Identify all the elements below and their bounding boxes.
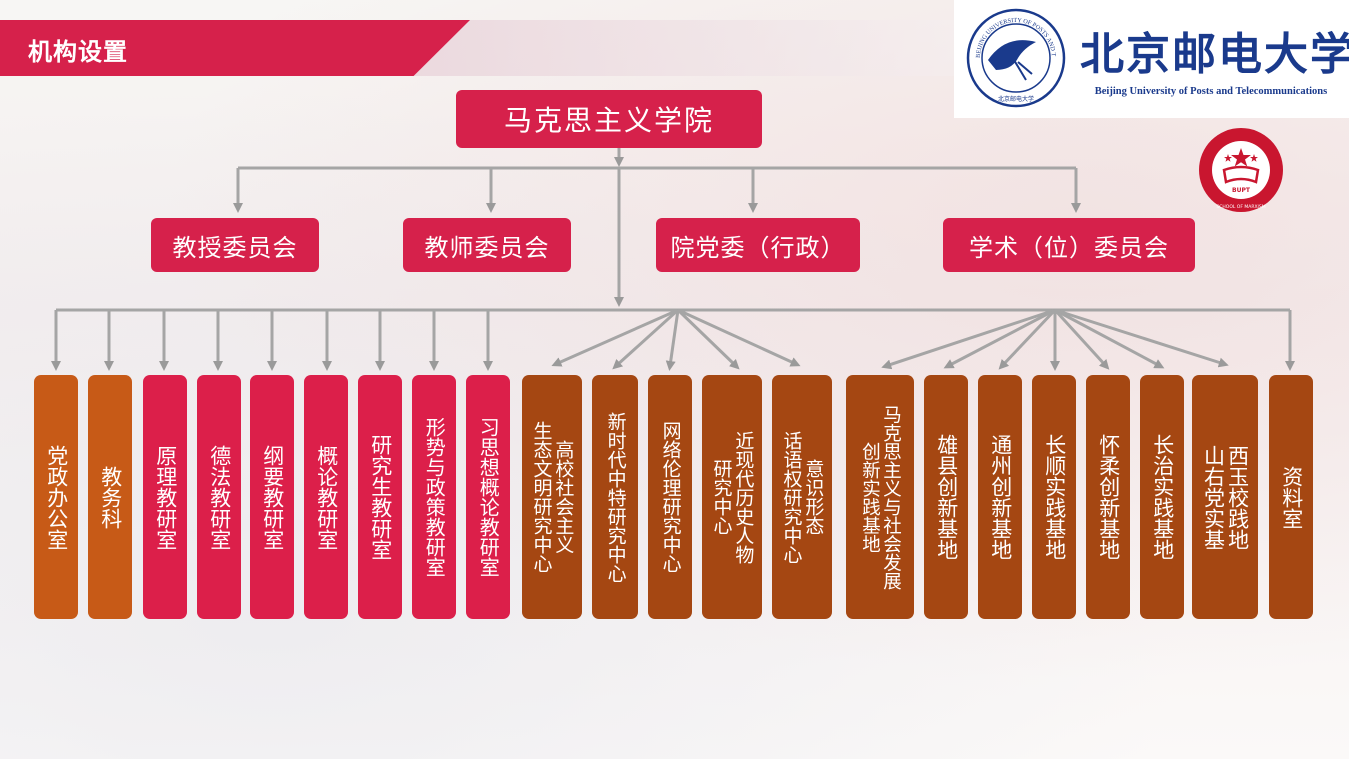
committee-party: 院党委（行政） (656, 218, 860, 272)
header-band (0, 20, 470, 76)
unit-ethics-law-office: 德法教研室 (197, 375, 241, 619)
unit-changzhi-base: 长治实践基地 (1140, 375, 1184, 619)
unit-socialist-eco-center: 高校社会主义生态文明研究中心 (522, 375, 582, 619)
unit-graduate-office: 研究生教研室 (358, 375, 402, 619)
unit-marxism-practice-base: 马克思主义与社会发展创新实践基地 (846, 375, 914, 619)
unit-network-ethics-center: 网络伦理研究中心 (648, 375, 692, 619)
header-band-fade (400, 20, 960, 76)
committee-professor: 教授委员会 (151, 218, 319, 272)
org-root: 马克思主义学院 (456, 90, 762, 148)
unit-situation-policy-office: 形势与政策教研室 (412, 375, 456, 619)
unit-reference-room: 资料室 (1269, 375, 1313, 619)
page-title: 机构设置 (28, 38, 128, 66)
school-emblem-logo: BUPT SCHOOL OF MARXISM (1199, 128, 1283, 212)
unit-xiongxian-base: 雄县创新基地 (924, 375, 968, 619)
unit-huairou-base: 怀柔创新基地 (1086, 375, 1130, 619)
university-name-en: Beijing University of Posts and Telecomm… (1094, 86, 1328, 97)
emblem-subtext: SCHOOL OF MARXISM (1216, 204, 1265, 210)
emblem-text: BUPT (1232, 187, 1251, 194)
university-seal-logo: BEIJING UNIVERSITY OF POSTS AND TELECOMM… (966, 8, 1066, 108)
unit-shanxi-yuxiao-base: 西玉校践地山右党实基 (1192, 375, 1258, 619)
unit-academic-affairs: 教务科 (88, 375, 132, 619)
unit-changshun-base: 长顺实践基地 (1032, 375, 1076, 619)
unit-tongzhou-base: 通州创新基地 (978, 375, 1022, 619)
unit-new-era-center: 新时代中特研究中心 (592, 375, 638, 619)
seal-subtext: 北京邮电大学 (998, 95, 1034, 103)
unit-principles-office: 原理教研室 (143, 375, 187, 619)
unit-outline-office: 纲要教研室 (250, 375, 294, 619)
unit-introduction-office: 概论教研室 (304, 375, 348, 619)
unit-ideology-center: 意识形态话语权研究中心 (772, 375, 832, 619)
unit-xi-thought-office: 习思想概论教研室 (466, 375, 510, 619)
university-name-cn: 北京邮电大学 (1080, 29, 1349, 80)
unit-modern-history-center: 近现代历史人物研究中心 (702, 375, 762, 619)
unit-party-office: 党政办公室 (34, 375, 78, 619)
committee-teacher: 教师委员会 (403, 218, 571, 272)
committee-academic: 学术（位）委员会 (943, 218, 1195, 272)
